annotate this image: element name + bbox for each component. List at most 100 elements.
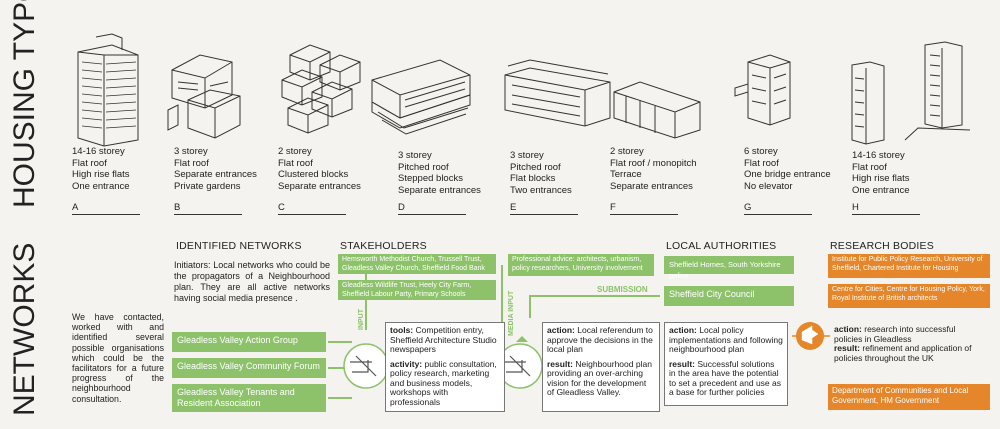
- local-authorities-box-1: Sheffield Homes, South Yorkshire police: [664, 256, 794, 280]
- typology-letter: H: [852, 202, 859, 213]
- typology-letter: E: [510, 202, 517, 213]
- research-box-3: Department of Communities and Local Gove…: [828, 384, 990, 410]
- submission-label: SUBMISSION: [597, 285, 648, 294]
- research-result-text: refinement and application of policies t…: [834, 343, 972, 363]
- typology-letter: D: [398, 202, 405, 213]
- group-community-forum: Gleadless Valley Community Forum: [172, 358, 326, 378]
- stakeholders-box-2: Gleadless Wildlife Trust, Heely City Far…: [338, 280, 496, 300]
- building-h-sketch: [851, 41, 971, 145]
- typology-d: 3 storey Pitched roof Stepped blocks Sep…: [398, 150, 498, 215]
- research-action-box: action: research into successful policie…: [830, 322, 990, 378]
- typology-line: High rise flats: [852, 173, 910, 184]
- building-sketches: [77, 33, 971, 147]
- typology-line: One entrance: [852, 184, 910, 196]
- typology-line: Flat roof: [744, 157, 779, 169]
- research-box-2: Centre for Cities, Centre for Housing Po…: [828, 284, 990, 308]
- building-d-sketch: [371, 59, 471, 135]
- local-authorities-box-2: Sheffield City Council: [664, 286, 794, 306]
- activity-label: activity:: [390, 358, 423, 369]
- building-g-sketch: [734, 54, 791, 126]
- typology-underline: [72, 214, 140, 215]
- typology-line: Flat roof: [278, 157, 313, 169]
- typology-letter: A: [72, 202, 79, 213]
- typology-c: 2 storey Flat roof Clustered blocks Sepa…: [278, 146, 378, 215]
- typology-line: 2 storey: [610, 146, 644, 157]
- media-input-label: MEDIA INPUT: [508, 290, 515, 336]
- local-policy-box: action: Local policy implementations and…: [664, 322, 788, 406]
- typology-line: 2 storey: [278, 146, 312, 157]
- typology-line: Separate entrances: [174, 169, 257, 180]
- typology-line: Terrace: [610, 169, 642, 180]
- typology-letter: G: [744, 202, 752, 213]
- identified-networks-heading: IDENTIFIED NETWORKS: [176, 240, 302, 252]
- typology-underline: [744, 214, 812, 215]
- typology-line: Flat roof: [72, 157, 107, 169]
- referendum-box: action: Local referendum to approve the …: [542, 322, 660, 412]
- typology-letter: F: [610, 202, 616, 213]
- input-label: INPUT: [358, 309, 365, 330]
- typology-h: 14-16 storey Flat roof High rise flats O…: [852, 150, 952, 215]
- group-tenants-association: Gleadless Valley Tenants and Resident As…: [172, 384, 326, 412]
- stakeholders-box-1: Hemsworth Methodist Church, Trussell Tru…: [338, 254, 496, 274]
- building-f-sketch: [613, 81, 701, 139]
- local-action-text: Local policy implementations and followi…: [669, 325, 783, 354]
- building-b-sketch: [167, 54, 241, 139]
- research-box-1: Institute for Public Policy Research, Un…: [828, 254, 990, 278]
- typology-line: One bridge entrance: [744, 169, 831, 180]
- typology-a: 14-16 storey Flat roof High rise flats O…: [72, 146, 172, 215]
- typology-letter: B: [174, 202, 181, 213]
- typology-line: Separate entrances: [610, 180, 693, 192]
- research-result-label: result:: [834, 343, 860, 353]
- media-action-label: action:: [547, 325, 575, 335]
- typology-line: High rise flats: [72, 169, 130, 180]
- typology-line: Separate entrances: [278, 180, 361, 192]
- building-c-sketch: [281, 44, 361, 134]
- typology-underline: [398, 214, 466, 215]
- typology-line: Flat blocks: [510, 173, 556, 184]
- stakeholders-heading: STAKEHOLDERS: [340, 240, 427, 252]
- typology-line: 14-16 storey: [852, 150, 905, 161]
- typology-line: Clustered blocks: [278, 169, 349, 180]
- typology-letter: C: [278, 202, 285, 213]
- typology-b: 3 storey Flat roof Separate entrances Pr…: [174, 146, 274, 215]
- typology-underline: [610, 214, 678, 215]
- typology-line: 6 storey: [744, 146, 778, 157]
- building-a-sketch: [77, 33, 139, 147]
- group-action-group: Gleadless Valley Action Group: [172, 332, 326, 352]
- typology-underline: [510, 214, 578, 215]
- professional-advice-box: Professional advice: architects, urbanis…: [508, 254, 654, 276]
- typology-line: No elevator: [744, 180, 793, 192]
- identified-networks-text: Initiators: Local networks who could be …: [174, 260, 330, 303]
- typology-line: 14-16 storey: [72, 146, 125, 157]
- typology-g: 6 storey Flat roof One bridge entrance N…: [744, 146, 844, 215]
- media-result-text: Neighbourhood plan providing an over-arc…: [547, 358, 652, 397]
- research-bodies-heading: RESEARCH BODIES: [830, 240, 934, 252]
- media-action-text: Local referendum to approve the decision…: [547, 325, 653, 354]
- typology-underline: [852, 214, 920, 215]
- typology-line: Pitched roof: [510, 161, 561, 173]
- typology-underline: [174, 214, 242, 215]
- typology-f: 2 storey Flat roof / monopitch Terrace S…: [610, 146, 710, 215]
- research-action-label: action:: [834, 324, 862, 334]
- typology-line: Two entrances: [510, 184, 572, 196]
- tools-text: Competition entry, Sheffield Architectur…: [390, 325, 497, 354]
- activity-text: public consultation, policy research, ma…: [390, 358, 497, 407]
- typology-e: 3 storey Pitched roof Flat blocks Two en…: [510, 150, 610, 215]
- typology-line: Flat roof / monopitch: [610, 157, 697, 169]
- local-action-label: action:: [669, 325, 697, 335]
- typology-underline: [278, 214, 346, 215]
- stakeholders-tools-activity: tools: Competition entry, Sheffield Arch…: [385, 322, 505, 412]
- tools-label: tools:: [390, 325, 414, 335]
- media-result-label: result:: [547, 358, 573, 369]
- typology-line: Pitched roof: [398, 161, 449, 173]
- typology-line: Private gardens: [174, 180, 241, 192]
- typology-line: Stepped blocks: [398, 173, 463, 184]
- networks-intro: We have contacted, worked with and ident…: [72, 312, 164, 404]
- typology-line: Separate entrances: [398, 184, 481, 196]
- research-action-text: research into successful policies in Gle…: [834, 324, 956, 344]
- typology-line: Flat roof: [852, 161, 887, 173]
- local-result-text: Successful solutions in the area have th…: [669, 358, 781, 397]
- typology-line: 3 storey: [174, 146, 208, 157]
- local-authorities-heading: LOCAL AUTHORITIES: [666, 240, 777, 252]
